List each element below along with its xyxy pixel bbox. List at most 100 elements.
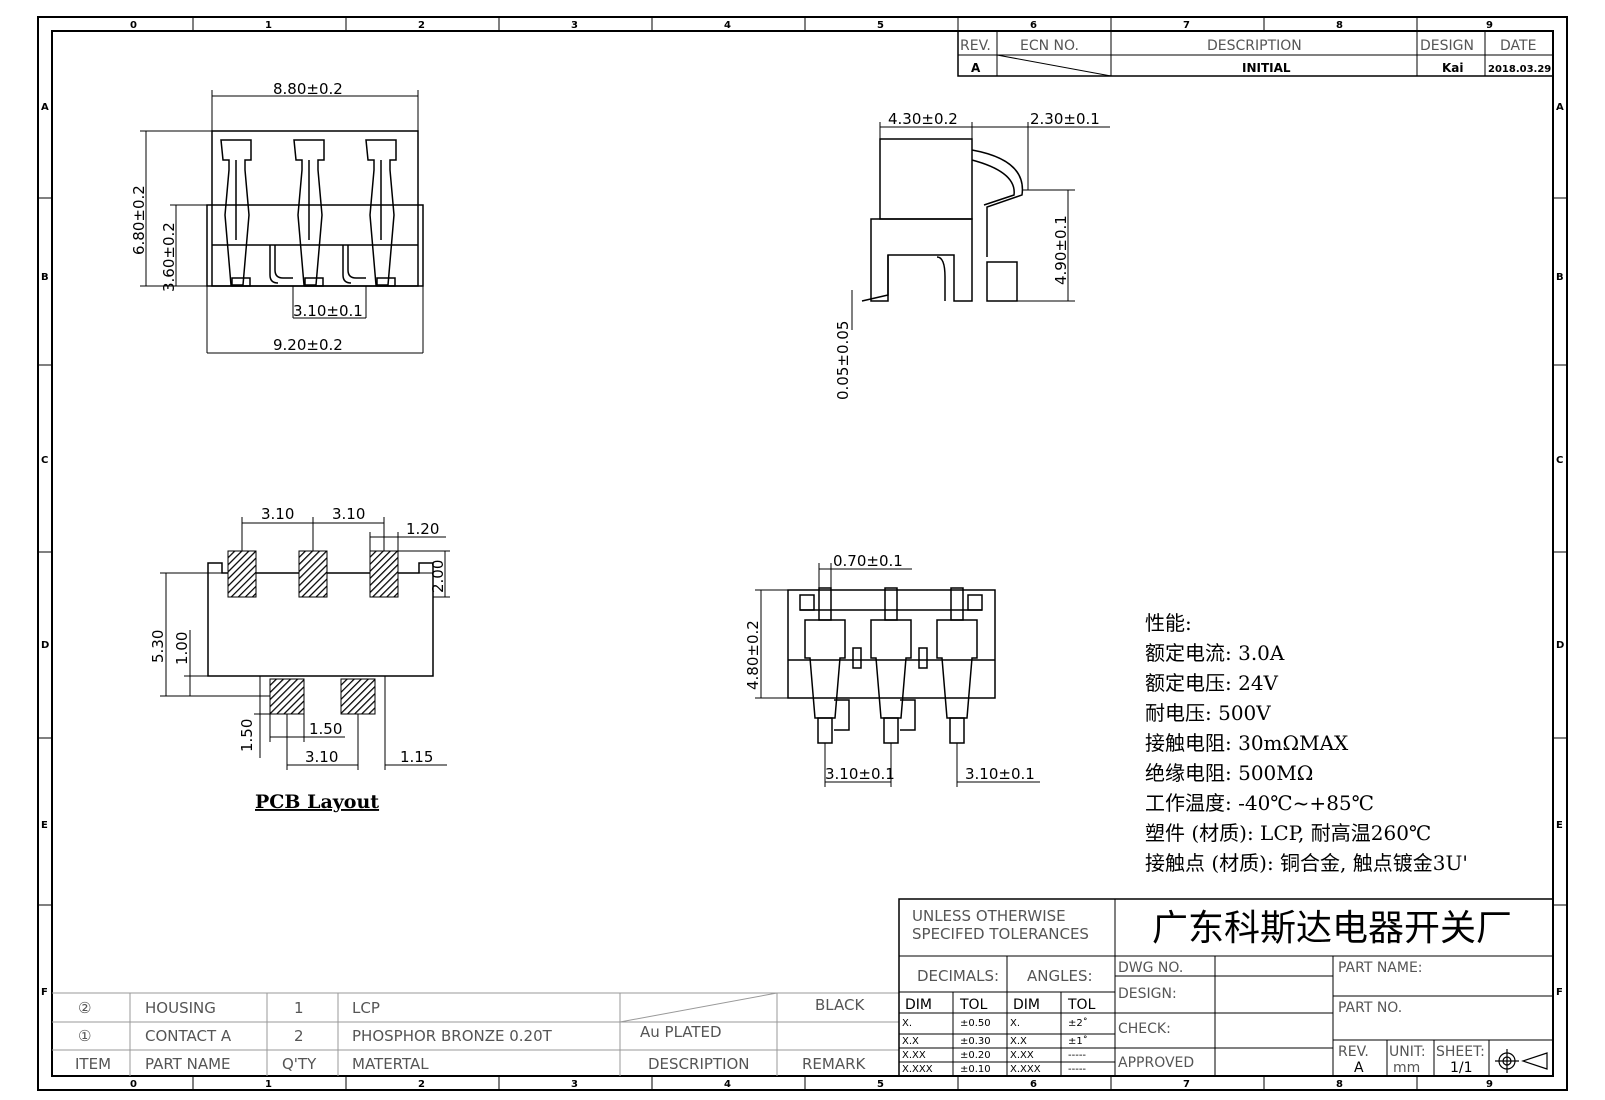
svg-text:BLACK: BLACK	[815, 996, 865, 1014]
svg-text:PART NO.: PART NO.	[1338, 1000, 1402, 1016]
svg-text:B: B	[41, 272, 49, 283]
svg-text:2: 2	[294, 1027, 304, 1045]
svg-text:B: B	[1556, 272, 1564, 283]
svg-text:1/1: 1/1	[1450, 1060, 1473, 1076]
svg-text:DIM: DIM	[1013, 997, 1040, 1013]
spec-line: 工作温度: -40℃~+85℃	[1145, 791, 1374, 815]
pcb-dim-pitch-b: 3.10	[332, 505, 365, 523]
spec-line: 绝缘电阻: 500MΩ	[1145, 761, 1313, 785]
pcb-dim-edge: 1.15	[400, 748, 433, 766]
spec-line: 接触点 (材质): 铜合金, 触点镀金3U'	[1145, 851, 1468, 875]
svg-text:DESIGN: DESIGN	[1420, 38, 1474, 54]
specs-title: 性能:	[1145, 611, 1192, 635]
svg-text:HOUSING: HOUSING	[145, 999, 216, 1017]
svg-text:4: 4	[724, 1079, 731, 1090]
company-name: 广东科斯达电器开关厂	[1152, 908, 1512, 949]
svg-text:DIM: DIM	[905, 997, 932, 1013]
svg-text:2018.03.29: 2018.03.29	[1488, 64, 1551, 75]
svg-text:0: 0	[130, 1079, 137, 1090]
svg-text:X.XXX: X.XXX	[902, 1064, 933, 1075]
svg-text:REV.: REV.	[1338, 1044, 1369, 1060]
projection-symbol-icon	[1495, 1049, 1548, 1073]
svg-text:A: A	[971, 61, 981, 75]
svg-text:ECN NO.: ECN NO.	[1020, 38, 1079, 54]
side-view	[861, 138, 1024, 302]
spec-line: 塑件 (材质): LCP, 耐高温260℃	[1145, 821, 1431, 845]
specs: 性能: 额定电流: 3.0A 额定电压: 24V 耐电压: 500V 接触电阻:…	[1145, 611, 1468, 875]
dim-height-lower: 3.60±0.2	[160, 222, 178, 292]
front-view	[206, 130, 424, 287]
svg-text:F: F	[1556, 987, 1563, 998]
svg-text:DECIMALS:: DECIMALS:	[917, 967, 999, 985]
svg-text:Kai: Kai	[1442, 61, 1464, 75]
dim-pitch-left: 3.10±0.1	[825, 765, 895, 783]
pcb-dim-pad2-h: 1.50	[238, 719, 256, 752]
svg-text:SPECIFED TOLERANCES: SPECIFED TOLERANCES	[912, 925, 1089, 943]
svg-text:±0.20: ±0.20	[960, 1050, 991, 1061]
svg-text:±0.30: ±0.30	[960, 1036, 991, 1047]
svg-text:②: ②	[78, 999, 91, 1017]
svg-text:7: 7	[1183, 1079, 1190, 1090]
svg-text:PART NAME:: PART NAME:	[1338, 960, 1423, 976]
svg-text:PHOSPHOR BRONZE 0.20T: PHOSPHOR BRONZE 0.20T	[352, 1027, 553, 1045]
spec-line: 额定电流: 3.0A	[1145, 641, 1285, 665]
dim-width-top: 8.80±0.2	[273, 80, 343, 98]
svg-text:8: 8	[1336, 20, 1343, 31]
front-view-dimensions	[140, 90, 424, 354]
svg-text:CONTACT A: CONTACT A	[145, 1027, 232, 1045]
pcb-dim-total-h: 5.30	[149, 630, 167, 663]
pcb-dim-pad-w: 1.20	[406, 520, 439, 538]
svg-text:mm: mm	[1393, 1060, 1420, 1076]
svg-text:7: 7	[1183, 20, 1190, 31]
svg-text:TOL: TOL	[1067, 997, 1096, 1013]
pcb-dim-pad2-w: 1.50	[309, 720, 342, 738]
svg-text:PART NAME: PART NAME	[145, 1055, 231, 1073]
dim-body: 4.30±0.2	[888, 110, 958, 128]
svg-text:REMARK: REMARK	[802, 1055, 867, 1073]
bottom-view	[787, 587, 996, 744]
svg-text:D: D	[41, 640, 49, 651]
pcb-layout-title: PCB Layout	[255, 791, 379, 813]
svg-text:X.XX: X.XX	[902, 1050, 926, 1061]
svg-text:D: D	[1556, 640, 1564, 651]
svg-text:6: 6	[1030, 20, 1037, 31]
svg-text:C: C	[41, 455, 48, 466]
svg-text:APPROVED: APPROVED	[1118, 1055, 1194, 1071]
bom-table: ② HOUSING 1 LCP BLACK ① CONTACT A 2 PHOS…	[52, 992, 899, 1076]
spec-line: 额定电压: 24V	[1145, 671, 1279, 695]
spec-line: 接触电阻: 30mΩMAX	[1145, 731, 1349, 755]
svg-text:TOL: TOL	[959, 997, 988, 1013]
svg-text:9: 9	[1486, 1079, 1493, 1090]
zone-labels: 0 1 2 3 4 5 6 7 8 9 0 1 2 3 4 5 6 7 8 9 …	[41, 20, 1564, 1090]
dim-side-height: 4.90±0.1	[1052, 215, 1070, 285]
svg-text:1: 1	[265, 1079, 272, 1090]
svg-text:DESIGN:: DESIGN:	[1118, 986, 1177, 1002]
svg-text:DWG NO.: DWG NO.	[1118, 960, 1183, 976]
inner-border	[51, 30, 1554, 1077]
dim-spring: 2.30±0.1	[1030, 110, 1100, 128]
svg-text:A: A	[41, 102, 49, 113]
spec-line: 耐电压: 500V	[1145, 701, 1271, 725]
svg-text:UNIT:: UNIT:	[1389, 1044, 1426, 1060]
dim-pitch: 3.10±0.1	[293, 302, 363, 320]
svg-text:5: 5	[877, 20, 884, 31]
svg-text:1: 1	[265, 20, 272, 31]
svg-text:±1˚: ±1˚	[1068, 1035, 1088, 1047]
svg-text:3: 3	[571, 20, 578, 31]
svg-text:2: 2	[418, 20, 425, 31]
svg-text:①: ①	[78, 1027, 91, 1045]
revision-block: REV. ECN NO. DESCRIPTION DESIGN DATE A I…	[957, 30, 1554, 77]
svg-text:INITIAL: INITIAL	[1242, 61, 1291, 75]
title-block: UNLESS OTHERWISE SPECIFED TOLERANCES 广东科…	[898, 898, 1554, 1077]
svg-text:0: 0	[130, 20, 137, 31]
svg-text:Q'TY: Q'TY	[282, 1055, 317, 1073]
pcb-layout	[207, 550, 434, 715]
svg-text:8: 8	[1336, 1079, 1343, 1090]
svg-text:E: E	[41, 820, 48, 831]
dim-offset: 0.05±0.05	[834, 321, 852, 400]
pcb-dim-pitch-c: 3.10	[305, 748, 338, 766]
outer-border	[37, 16, 1568, 1091]
zone-ticks	[38, 17, 1567, 1090]
svg-text:±0.50: ±0.50	[960, 1018, 991, 1029]
svg-text:4: 4	[724, 20, 731, 31]
